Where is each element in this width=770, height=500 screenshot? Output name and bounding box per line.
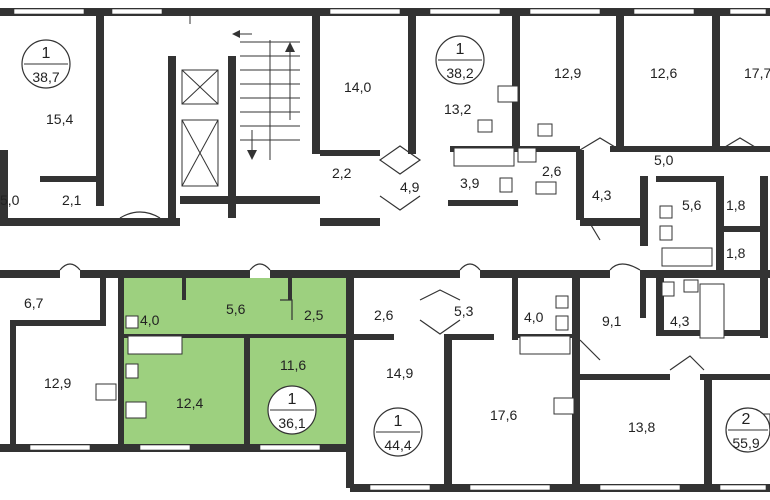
apartment-badge[interactable]: 1 38,7 — [21, 39, 71, 89]
badge-rooms: 2 — [742, 411, 751, 428]
room-area: 5,0 — [654, 152, 674, 168]
room-area: 11,6 — [280, 357, 306, 373]
room-area: 17,6 — [490, 407, 517, 423]
staircase — [189, 12, 300, 160]
room-area: 6,7 — [24, 295, 44, 311]
room-area: 2,6 — [542, 163, 562, 179]
room-area: 13,8 — [628, 419, 655, 435]
kitchen-stoves — [95, 85, 770, 431]
room-area: 17,7 — [744, 65, 770, 81]
apartment-badge[interactable]: 1 38,2 — [435, 35, 485, 85]
room-area: 4,0 — [524, 309, 544, 325]
apartment-badge[interactable]: 1 44,4 — [373, 407, 423, 457]
apartment-badge[interactable]: 1 36,1 — [267, 385, 317, 435]
badge-rooms: 1 — [394, 413, 403, 430]
room-area: 2,6 — [374, 307, 394, 323]
doors — [59, 137, 761, 371]
room-area: 12,9 — [554, 65, 581, 81]
room-area-labels: 15,4 5,0 2,1 14,0 2,2 4,9 13,2 3,9 2,6 1… — [0, 65, 770, 435]
room-area: 12,4 — [176, 395, 203, 411]
room-area: 4,3 — [592, 187, 612, 203]
room-area: 5,6 — [226, 301, 246, 317]
badge-rooms: 1 — [456, 41, 465, 58]
room-area: 4,0 — [140, 312, 160, 328]
badge-area: 36,1 — [278, 415, 305, 431]
room-area: 5,3 — [454, 303, 474, 319]
apartment-badge[interactable]: 2 55,9 — [725, 407, 770, 453]
room-area: 9,1 — [602, 313, 622, 329]
elevator-shafts — [181, 69, 219, 187]
room-area: 12,9 — [44, 375, 71, 391]
room-area: 5,0 — [0, 192, 20, 208]
badge-area: 55,9 — [732, 435, 759, 451]
bathroom-fixtures — [125, 119, 725, 379]
room-area: 14,9 — [386, 365, 413, 381]
badge-area: 44,4 — [384, 437, 411, 453]
room-area: 2,1 — [62, 192, 82, 208]
room-area: 12,6 — [650, 65, 677, 81]
room-area: 1,8 — [726, 197, 746, 213]
room-area: 14,0 — [344, 79, 371, 95]
room-area: 5,6 — [682, 197, 702, 213]
room-area: 13,2 — [444, 101, 471, 117]
room-area: 4,3 — [670, 313, 690, 329]
room-area: 2,2 — [332, 165, 352, 181]
room-area: 2,5 — [304, 307, 324, 323]
room-area: 4,9 — [400, 179, 420, 195]
windows — [13, 8, 767, 491]
badge-area: 38,7 — [32, 69, 59, 85]
room-area: 15,4 — [46, 111, 73, 127]
room-area: 3,9 — [460, 175, 480, 191]
badge-rooms: 1 — [42, 45, 51, 62]
room-area: 1,8 — [726, 245, 746, 261]
badge-area: 38,2 — [446, 65, 473, 81]
badge-rooms: 1 — [288, 391, 297, 408]
